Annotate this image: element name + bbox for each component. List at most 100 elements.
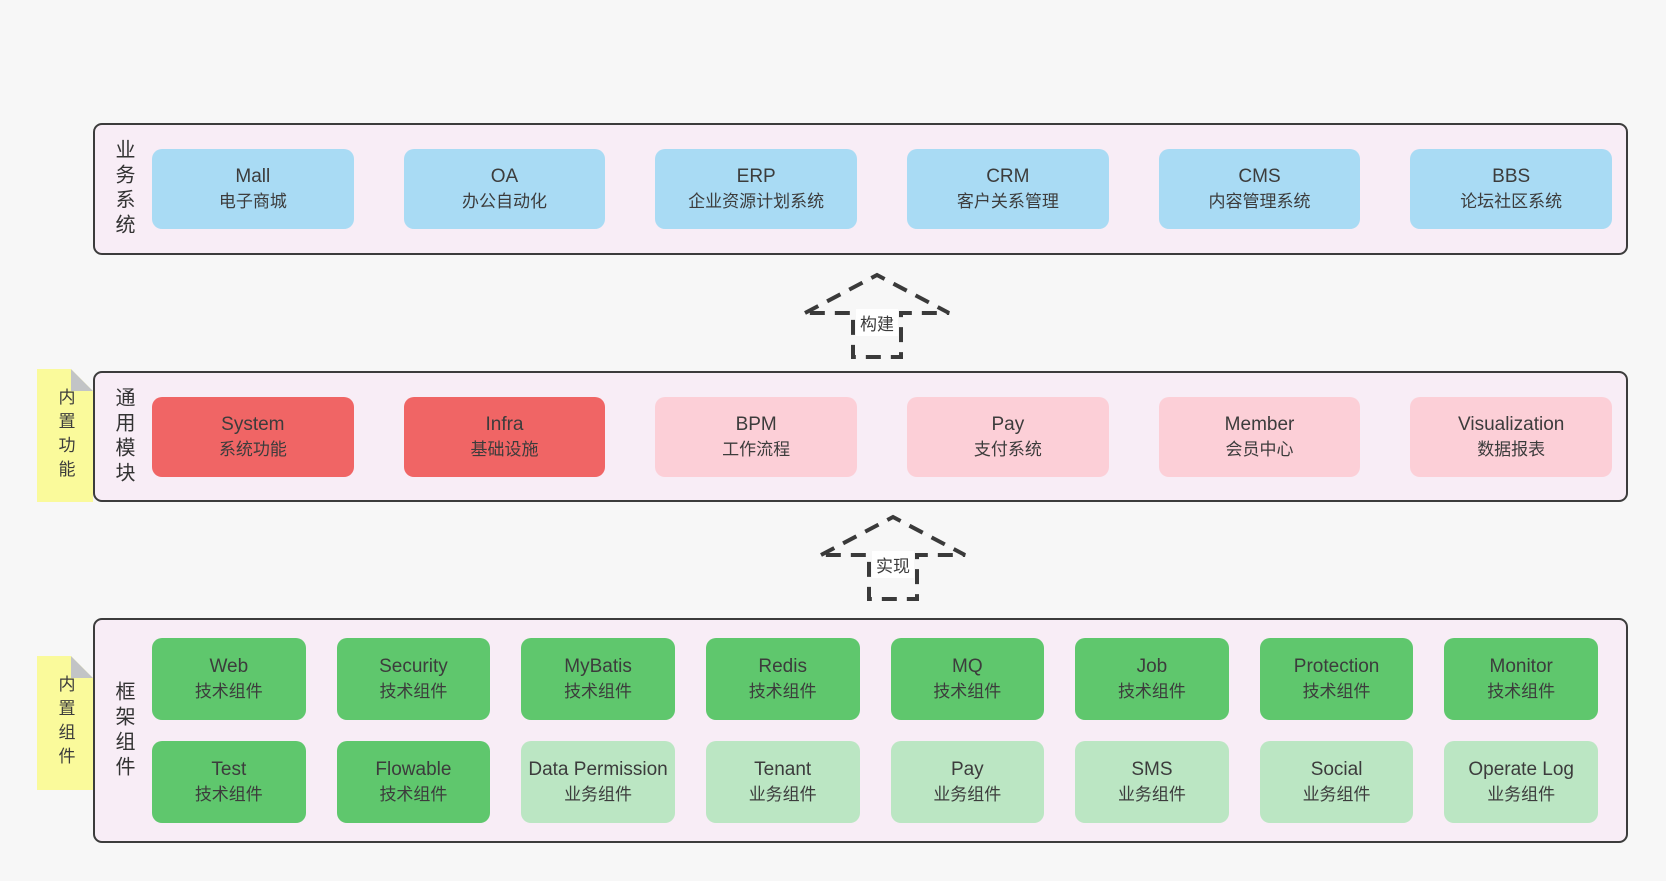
box-title: BBS xyxy=(1492,166,1531,187)
box-bpm: BPM 工作流程 xyxy=(655,396,858,477)
layer-label-framework: 框架组件 xyxy=(95,620,152,841)
box-visualization: Visualization 数据报表 xyxy=(1410,396,1613,477)
box-subtitle: 数据报表 xyxy=(1477,439,1546,459)
framework-row-2: Test 技术组件 Flowable 技术组件 Data Permission … xyxy=(152,741,1598,823)
box-mq: MQ 技术组件 xyxy=(890,638,1045,720)
tab-label: 内置组件 xyxy=(55,675,75,771)
box-title: Visualization xyxy=(1458,413,1565,435)
built-in-components-tab: 内置组件 xyxy=(37,656,93,790)
box-subtitle: 电子商城 xyxy=(218,192,287,211)
common-modules-layer: 通用模块 System 系统功能 Infra 基础设施 BPM 工作流程 Pay… xyxy=(93,371,1628,502)
folded-corner-icon xyxy=(71,369,93,391)
box-tenant: Tenant 业务组件 xyxy=(705,741,860,823)
box-title: Protection xyxy=(1293,656,1380,677)
box-title: Pay xyxy=(991,413,1025,435)
box-security: Security 技术组件 xyxy=(336,638,491,720)
framework-row-1: Web 技术组件 Security 技术组件 MyBatis 技术组件 Redi… xyxy=(152,638,1598,720)
box-cms: CMS 内容管理系统 xyxy=(1158,149,1361,229)
box-subtitle: 技术组件 xyxy=(1117,682,1186,701)
box-redis: Redis 技术组件 xyxy=(705,638,860,720)
box-monitor: Monitor 技术组件 xyxy=(1444,638,1598,720)
box-subtitle: 技术组件 xyxy=(564,682,633,701)
box-job: Job 技术组件 xyxy=(1075,638,1229,720)
box-subtitle: 技术组件 xyxy=(933,682,1002,701)
box-subtitle: 办公自动化 xyxy=(462,192,547,211)
built-in-features-tab: 内置功能 xyxy=(37,369,93,502)
box-title: Flowable xyxy=(375,759,452,780)
box-title: Security xyxy=(379,656,448,677)
box-subtitle: 客户关系管理 xyxy=(956,192,1059,211)
box-title: Operate Log xyxy=(1468,759,1574,780)
box-title: Pay xyxy=(950,759,984,780)
box-web: Web 技术组件 xyxy=(152,638,306,720)
box-title: Mall xyxy=(235,166,271,187)
box-subtitle: 业务组件 xyxy=(1302,785,1371,804)
box-social: Social 业务组件 xyxy=(1259,741,1414,823)
box-subtitle: 内容管理系统 xyxy=(1208,192,1311,211)
box-pay-component: Pay 业务组件 xyxy=(890,741,1045,823)
box-sms: SMS 业务组件 xyxy=(1075,741,1229,823)
box-subtitle: 业务组件 xyxy=(933,785,1002,804)
layer-label-business: 业务系统 xyxy=(95,125,152,253)
build-arrow-label: 构建 xyxy=(856,309,898,336)
box-subtitle: 支付系统 xyxy=(973,439,1042,459)
folded-corner-icon xyxy=(71,656,93,678)
build-arrow: 构建 xyxy=(802,271,952,359)
box-subtitle: 技术组件 xyxy=(1487,682,1556,701)
box-pay: Pay 支付系统 xyxy=(907,396,1109,477)
business-systems-layer: 业务系统 Mall 电子商城 OA 办公自动化 ERP 企业资源计划系统 CRM… xyxy=(93,123,1628,255)
box-oa: OA 办公自动化 xyxy=(403,149,606,229)
box-mybatis: MyBatis 技术组件 xyxy=(521,638,675,720)
modules-box-row: System 系统功能 Infra 基础设施 BPM 工作流程 Pay 支付系统… xyxy=(152,396,1613,477)
dashed-up-arrow-icon xyxy=(820,514,966,601)
box-subtitle: 基础设施 xyxy=(470,439,539,459)
box-flowable: Flowable 技术组件 xyxy=(336,741,491,823)
box-subtitle: 技术组件 xyxy=(748,682,817,701)
layer-label-text: 通用模块 xyxy=(112,386,134,487)
box-title: CMS xyxy=(1238,166,1281,187)
business-box-row: Mall 电子商城 OA 办公自动化 ERP 企业资源计划系统 CRM 客户关系… xyxy=(152,149,1613,229)
box-title: SMS xyxy=(1131,759,1173,780)
box-title: Web xyxy=(209,656,249,677)
dashed-up-arrow-icon xyxy=(804,272,950,359)
box-title: ERP xyxy=(736,166,776,187)
box-title: Data Permission xyxy=(528,759,668,780)
box-subtitle: 技术组件 xyxy=(194,785,263,804)
box-title: OA xyxy=(490,166,519,187)
box-title: Social xyxy=(1310,759,1363,780)
box-title: Test xyxy=(211,759,247,780)
implement-arrow-label: 实现 xyxy=(872,551,914,578)
box-bbs: BBS 论坛社区系统 xyxy=(1410,149,1613,229)
box-title: Job xyxy=(1136,656,1168,677)
box-subtitle: 技术组件 xyxy=(379,682,448,701)
box-title: System xyxy=(221,413,285,435)
implement-arrow: 实现 xyxy=(818,513,968,601)
box-subtitle: 技术组件 xyxy=(1302,682,1371,701)
box-subtitle: 技术组件 xyxy=(194,682,263,701)
box-subtitle: 业务组件 xyxy=(1117,785,1186,804)
box-system: System 系统功能 xyxy=(152,396,354,477)
box-subtitle: 企业资源计划系统 xyxy=(688,192,825,211)
box-subtitle: 论坛社区系统 xyxy=(1460,192,1563,211)
box-title: MQ xyxy=(952,656,983,677)
box-infra: Infra 基础设施 xyxy=(403,396,606,477)
box-title: Redis xyxy=(758,656,807,677)
box-title: MyBatis xyxy=(564,656,632,677)
box-mall: Mall 电子商城 xyxy=(152,149,354,229)
box-subtitle: 业务组件 xyxy=(564,785,633,804)
box-crm: CRM 客户关系管理 xyxy=(907,149,1109,229)
layer-label-text: 业务系统 xyxy=(112,139,134,239)
box-member: Member 会员中心 xyxy=(1158,396,1361,477)
framework-box-rows: Web 技术组件 Security 技术组件 MyBatis 技术组件 Redi… xyxy=(152,638,1598,823)
box-title: Infra xyxy=(485,413,524,435)
layer-label-modules: 通用模块 xyxy=(95,373,152,500)
box-test: Test 技术组件 xyxy=(152,741,306,823)
box-title: CRM xyxy=(986,166,1030,187)
box-subtitle: 业务组件 xyxy=(1487,785,1556,804)
box-erp: ERP 企业资源计划系统 xyxy=(655,149,858,229)
box-subtitle: 工作流程 xyxy=(722,439,791,459)
box-title: Tenant xyxy=(754,759,812,780)
box-subtitle: 系统功能 xyxy=(218,439,287,459)
box-data-permission: Data Permission 业务组件 xyxy=(521,741,675,823)
